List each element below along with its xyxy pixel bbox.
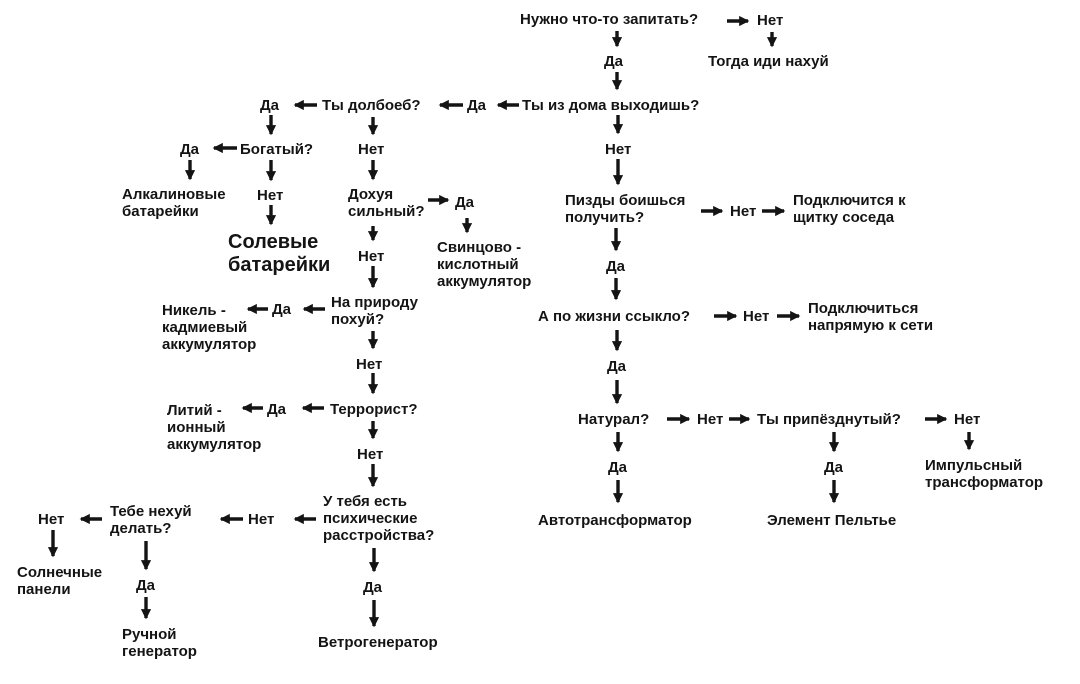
result-li-ion-battery: Литий - ионный аккумулятор bbox=[167, 402, 262, 453]
answer-no-power: Нет bbox=[757, 12, 784, 29]
answer-no-strong: Нет bbox=[358, 248, 385, 265]
result-solar-panels: Солнечные панели bbox=[17, 564, 103, 598]
answer-no-terrorist: Нет bbox=[357, 446, 384, 463]
answer-yes-beaten: Да bbox=[606, 258, 626, 275]
answer-no-leave: Нет bbox=[605, 141, 632, 158]
question-nature: На природу похуй? bbox=[331, 294, 418, 328]
question-bored: Тебе нехуй делать? bbox=[110, 503, 192, 537]
result-alkaline-batteries: Алкалиновые батарейки bbox=[122, 186, 226, 220]
answer-yes-dolboeb: Да bbox=[260, 97, 280, 114]
question-terrorist: Террорист? bbox=[330, 401, 418, 418]
answer-yes-terrorist: Да bbox=[267, 401, 287, 418]
question-natural: Натурал? bbox=[578, 411, 650, 428]
question-need-power: Нужно что-то запитать? bbox=[520, 11, 699, 28]
result-nicd-battery: Никель - кадмиевый аккумулятор bbox=[162, 302, 257, 353]
answer-yes-bored: Да bbox=[136, 577, 156, 594]
question-coward: А по жизни ссыкло? bbox=[538, 308, 690, 325]
question-leave-home: Ты из дома выходишь? bbox=[522, 97, 700, 114]
question-rich: Богатый? bbox=[240, 141, 314, 158]
answer-yes-rich: Да bbox=[180, 141, 200, 158]
question-strong: Дохуя сильный? bbox=[348, 186, 425, 220]
question-beaten: Пизды боишься получить? bbox=[565, 192, 686, 226]
answer-yes-strong: Да bbox=[455, 194, 475, 211]
result-go-away: Тогда иди нахуй bbox=[708, 53, 829, 70]
result-lead-acid-battery: Свинцово - кислотный аккумулятор bbox=[437, 239, 532, 290]
answer-yes-coward: Да bbox=[607, 358, 627, 375]
answer-yes-weird: Да bbox=[824, 459, 844, 476]
answer-no-coward: Нет bbox=[743, 308, 770, 325]
answer-no-beaten: Нет bbox=[730, 203, 757, 220]
question-dolboeb: Ты долбоеб? bbox=[322, 97, 421, 114]
result-direct-grid: Подключиться напрямую к сети bbox=[808, 300, 934, 334]
question-psycho: У тебя есть психические расстройства? bbox=[323, 493, 435, 544]
answer-no-dolboeb: Нет bbox=[358, 141, 385, 158]
answer-no-natural: Нет bbox=[697, 411, 724, 428]
answer-no-weird: Нет bbox=[954, 411, 981, 428]
answer-no-rich: Нет bbox=[257, 187, 284, 204]
answer-yes-psycho: Да bbox=[363, 579, 383, 596]
answer-yes-power: Да bbox=[604, 53, 624, 70]
result-autotransformer: Автотрансформатор bbox=[538, 512, 692, 529]
answer-no-psycho: Нет bbox=[248, 511, 275, 528]
result-wind-generator: Ветрогенератор bbox=[318, 634, 438, 651]
result-hand-generator: Ручной генератор bbox=[122, 626, 197, 660]
answer-no-bored: Нет bbox=[38, 511, 65, 528]
answer-yes-natural: Да bbox=[608, 459, 628, 476]
answer-yes-leave: Да bbox=[467, 97, 487, 114]
result-salt-batteries: Солевые батарейки bbox=[228, 231, 331, 276]
result-neighbor-panel: Подключится к щитку соседа bbox=[793, 192, 906, 226]
answer-yes-nature: Да bbox=[272, 301, 292, 318]
answer-no-nature: Нет bbox=[356, 356, 383, 373]
result-impulse-transformer: Импульсный трансформатор bbox=[925, 457, 1044, 491]
result-peltier-element: Элемент Пельтье bbox=[767, 512, 897, 529]
question-weird: Ты припёзднутый? bbox=[757, 411, 901, 428]
